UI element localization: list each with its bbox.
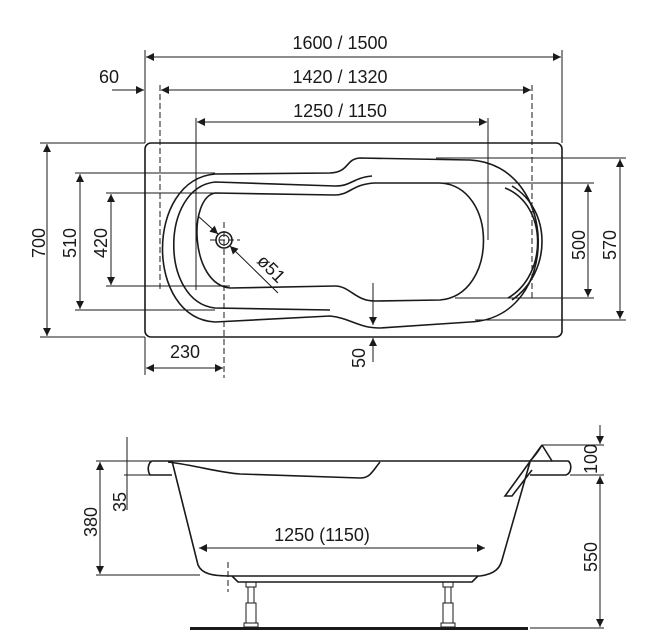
depth-label: 380 [81, 507, 101, 537]
right-bottom-width-label: 500 [569, 230, 589, 260]
basin-upper-edge [173, 175, 373, 311]
basin-bottom [196, 182, 485, 302]
headrest-outline [504, 185, 543, 301]
bottom-length-label: 1250 / 1150 [293, 101, 387, 121]
tub-body-side [171, 460, 531, 577]
bottom-width-label: 420 [91, 228, 111, 258]
total-height-label: 550 [581, 542, 601, 572]
drain-dim-arrow-1 [197, 215, 219, 235]
ext-lines-bottom [195, 118, 489, 290]
side-offset-label: 50 [349, 348, 369, 368]
ext-lines-overall [144, 50, 563, 143]
inner-length-label: 1420 / 1320 [292, 67, 387, 87]
floor-line [190, 627, 528, 630]
backrest-side [167, 461, 381, 479]
rim-offset-label: 60 [99, 67, 119, 87]
leg-left [243, 581, 259, 628]
drain-dim-arrow-2 [229, 245, 279, 294]
ext-lines-380 [96, 460, 200, 576]
leg-right [440, 581, 456, 628]
ext-lines-420 [106, 192, 230, 287]
ext-lines-510 [75, 172, 215, 311]
overall-width-label: 700 [29, 228, 49, 258]
rim-height-label: 35 [110, 492, 130, 512]
right-inner-width-label: 570 [600, 230, 620, 260]
drain-offset-label: 230 [170, 342, 200, 362]
base-plate [231, 575, 479, 583]
inner-width-label: 510 [60, 228, 80, 258]
drain-centerlines [210, 222, 240, 378]
side-bottom-length-label: 1250 (1150) [274, 525, 370, 545]
ext-lines-right [530, 444, 604, 629]
ext-lines-700 [40, 142, 145, 338]
tub-rim-side [147, 460, 572, 476]
tub-outline-top [144, 142, 563, 338]
ext-lines-35 [124, 437, 150, 510]
ext-lines-570 [436, 157, 626, 321]
headrest-side [503, 444, 553, 497]
overall-length-label: 1600 / 1500 [292, 33, 387, 53]
drain-diameter-label: ø51 [253, 251, 289, 287]
ext-lines-inner [159, 85, 533, 300]
side-view: 380 35 1250 (1150) 100 550 [81, 425, 604, 630]
ext-lines-500 [440, 182, 594, 299]
headrest-height-label: 100 [581, 444, 601, 474]
top-view: ø51 1600 / 1500 1420 / 1320 60 1250 / 11… [29, 33, 626, 378]
